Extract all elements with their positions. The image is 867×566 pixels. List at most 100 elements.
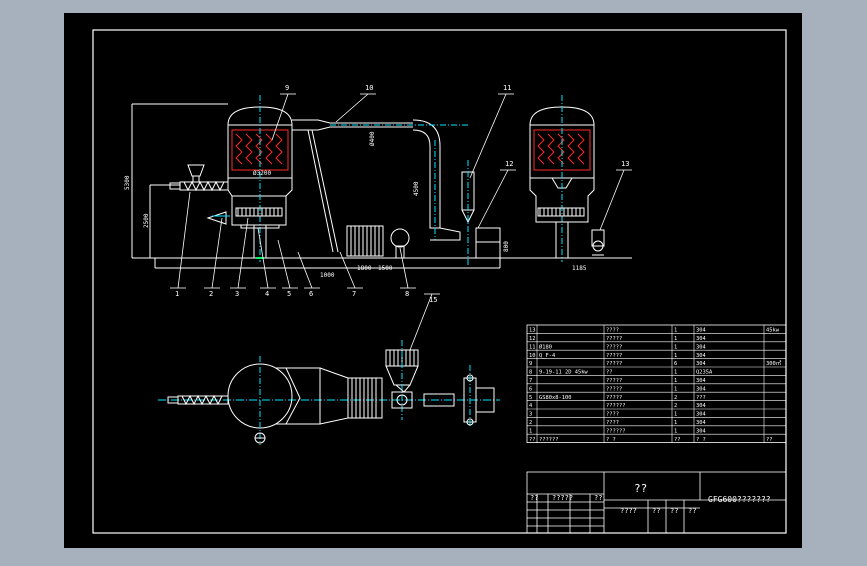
table-cell-no: 3 bbox=[529, 412, 532, 418]
table-cell-name: GS80x8-100 bbox=[539, 395, 571, 401]
induced-fan bbox=[390, 228, 410, 259]
table-cell-no: ?? bbox=[529, 437, 536, 443]
callout-number: 7 bbox=[352, 290, 356, 298]
callout-number: 8 bbox=[405, 290, 409, 298]
callout-leader bbox=[477, 169, 509, 229]
callout-leaders bbox=[170, 93, 632, 351]
table-cell-desc: ?? bbox=[606, 370, 613, 376]
dim-400: Ø400 bbox=[369, 131, 376, 146]
drawing-title: ?? bbox=[634, 482, 647, 495]
callout-leader bbox=[339, 251, 356, 289]
title-block-text: ?? GFG600??????? ?? ????? ?? ???? ?? ?? … bbox=[530, 482, 771, 515]
callout-number: 2 bbox=[209, 290, 213, 298]
dim-1185: 1185 bbox=[572, 265, 587, 272]
callout-number: 15 bbox=[429, 296, 437, 304]
plan-bag-filter bbox=[347, 377, 383, 419]
elevation-dimensions: 5300 2500 Ø3200 Ø400 4500 1000 1800 1500… bbox=[124, 131, 587, 279]
table-cell-name: ?????? bbox=[539, 437, 558, 443]
table-cell-name: Q_F-4 bbox=[539, 353, 555, 359]
table-cell-qty: 1 bbox=[674, 428, 677, 434]
table-cell-mat: 304 bbox=[696, 328, 706, 334]
callout-leader bbox=[469, 93, 507, 179]
table-cell-mat: Q235A bbox=[696, 370, 713, 376]
bottom-label-1: ???? bbox=[620, 507, 637, 515]
table-cell-qty: 1 bbox=[674, 412, 677, 418]
table-cell-qty: 1 bbox=[674, 378, 677, 384]
table-cell-no: 11 bbox=[529, 344, 536, 350]
table-cell-desc: ????? bbox=[606, 361, 622, 367]
callout-number: 4 bbox=[265, 290, 269, 298]
table-cell-qty: 1 bbox=[674, 336, 677, 342]
table-cell-desc: ????? bbox=[606, 336, 622, 342]
dim-2500: 2500 bbox=[143, 213, 150, 228]
table-cell-mat: ? ? bbox=[696, 437, 706, 443]
callout-leader bbox=[271, 93, 289, 141]
table-cell-qty: ?? bbox=[674, 437, 681, 443]
table-cell-no: 10 bbox=[529, 353, 536, 359]
bottom-label-3: ?? bbox=[670, 507, 678, 515]
callout-leader bbox=[399, 247, 409, 289]
table-cell-note: 45kw bbox=[766, 328, 780, 334]
table-cell-no: 9 bbox=[529, 361, 532, 367]
table-cell-no: 7 bbox=[529, 378, 532, 384]
callout-number: 1 bbox=[175, 290, 179, 298]
dim-5300: 5300 bbox=[124, 175, 131, 190]
bag-filter bbox=[346, 225, 384, 257]
distributor-plate bbox=[235, 207, 283, 217]
table-cell-desc: ????? bbox=[606, 386, 622, 392]
callout-leader bbox=[297, 251, 313, 289]
return-pipe bbox=[307, 129, 334, 253]
dim-4500: 4500 bbox=[413, 181, 420, 196]
motor-13 bbox=[591, 229, 605, 256]
table-cell-no: 6 bbox=[529, 386, 532, 392]
table-cell-no: 13 bbox=[529, 328, 536, 334]
callout-number: 6 bbox=[309, 290, 313, 298]
table-cell-desc: ????? bbox=[606, 353, 622, 359]
sheet-background bbox=[64, 13, 802, 548]
dim-1000: 1000 bbox=[320, 272, 335, 279]
table-cell-mat: 304 bbox=[696, 378, 706, 384]
dim-800: 800 bbox=[503, 241, 510, 252]
sign-label-1: ?? bbox=[530, 494, 538, 502]
callout-number: 10 bbox=[365, 84, 373, 92]
table-cell-no: 8 bbox=[529, 370, 532, 376]
table-cell-desc: ?????? bbox=[606, 403, 625, 409]
table-cell-qty: 6 bbox=[674, 361, 677, 367]
plan-transition bbox=[276, 367, 321, 425]
bottom-label-4: ?? bbox=[688, 507, 696, 515]
table-cell-qty: 1 bbox=[674, 353, 677, 359]
callout-leader bbox=[277, 239, 291, 289]
table-cell-no: 1 bbox=[529, 428, 532, 434]
drawing-number: GFG600??????? bbox=[708, 495, 771, 504]
table-cell-mat: 304 bbox=[696, 412, 706, 418]
callout-number: 9 bbox=[285, 84, 289, 92]
table-cell-mat: 304 bbox=[696, 344, 706, 350]
table-cell-no: 4 bbox=[529, 403, 532, 409]
exhaust-duct bbox=[292, 119, 470, 241]
callout-leader bbox=[237, 217, 249, 289]
callout-leader bbox=[177, 191, 191, 289]
callout-leader bbox=[599, 169, 625, 231]
table-cell-note: 300㎡ bbox=[766, 359, 782, 367]
table-cell-desc: ?????? bbox=[606, 428, 625, 434]
screw-feeder bbox=[169, 164, 229, 192]
table-cell-desc: ????? bbox=[606, 344, 622, 350]
callout-number: 12 bbox=[505, 160, 513, 168]
table-cell-desc: ? ? bbox=[606, 437, 616, 443]
callout-leader bbox=[409, 293, 433, 351]
sign-label-2: ????? bbox=[552, 494, 573, 502]
dim-1800: 1800 bbox=[357, 265, 372, 272]
